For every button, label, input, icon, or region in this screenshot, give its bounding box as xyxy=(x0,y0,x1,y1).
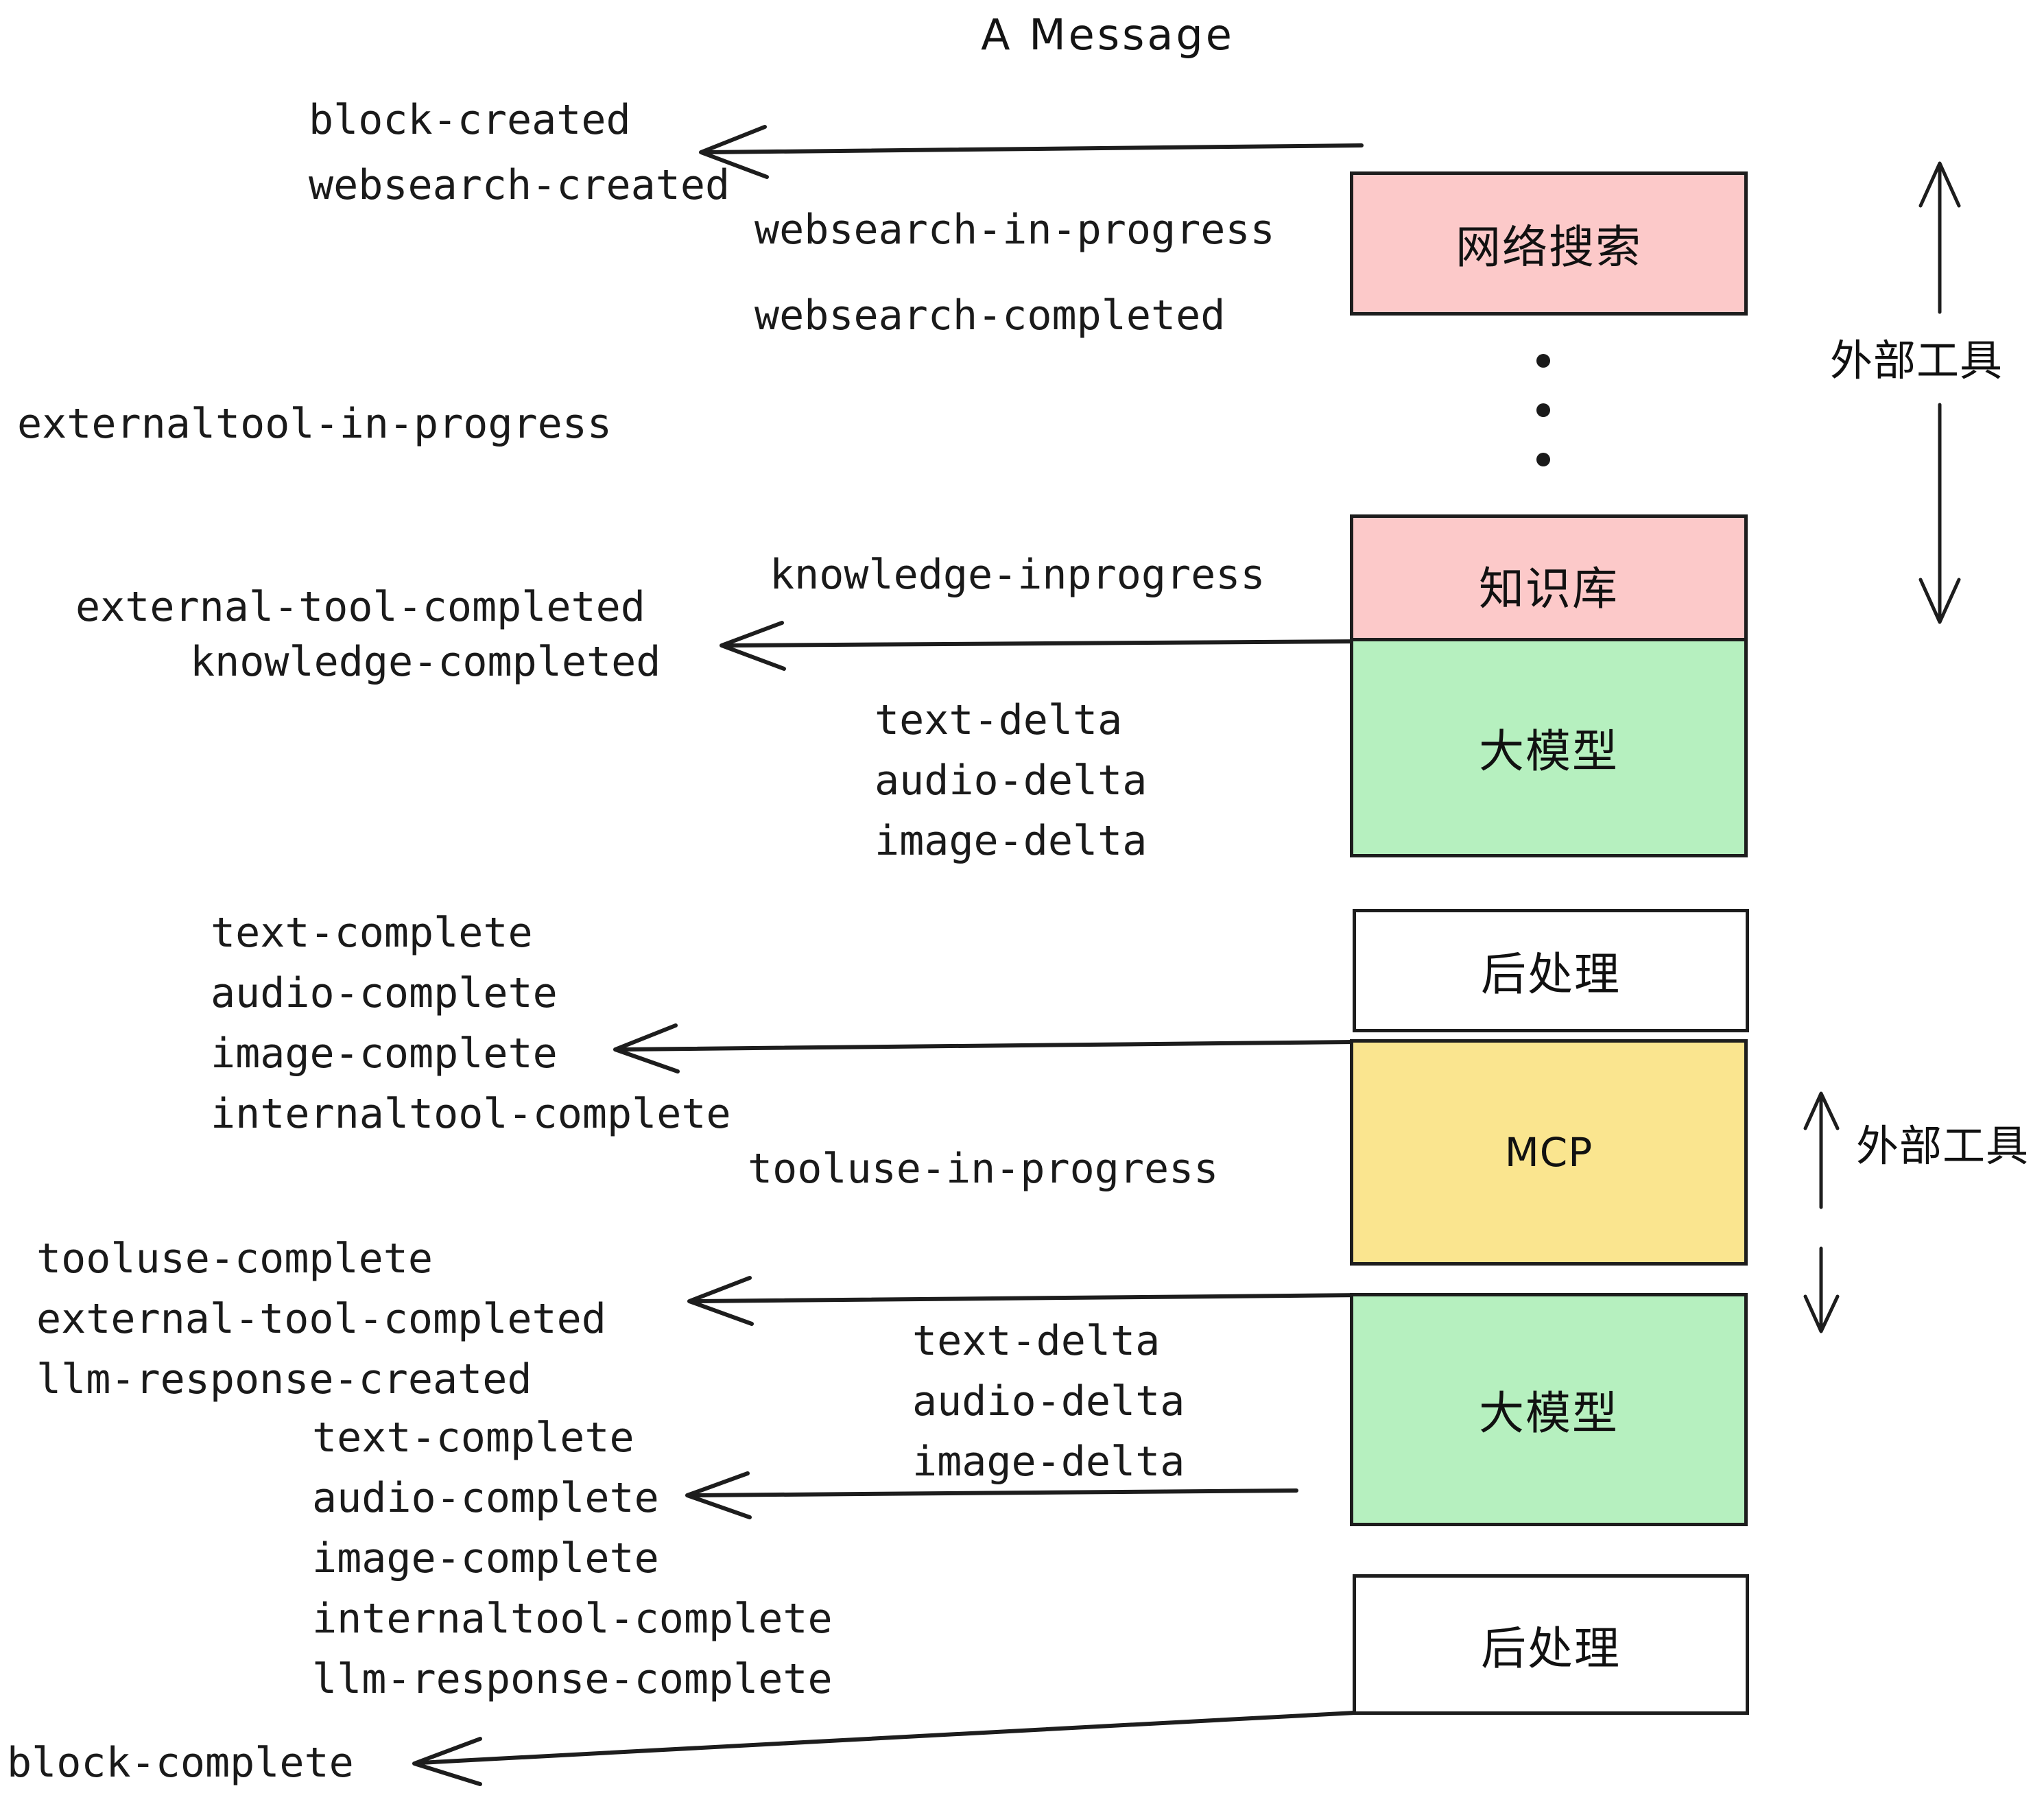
ellipsis-dot xyxy=(1536,403,1550,417)
event-external-tool-completed-1: external-tool-completed xyxy=(75,583,645,631)
event-block-created: block-created xyxy=(309,96,631,144)
arrow-websearch-to-events xyxy=(699,125,1364,179)
event-audio-delta-2: audio-delta xyxy=(912,1377,1185,1425)
box-postprocess-bottom[interactable]: 后处理 xyxy=(1353,1574,1749,1715)
event-text-complete-2: text-complete xyxy=(312,1414,634,1462)
box-postprocess-bottom-label: 后处理 xyxy=(1481,1622,1621,1675)
event-tooluse-in-progress: tooluse-in-progress xyxy=(748,1145,1219,1193)
box-postprocess-top-label: 后处理 xyxy=(1481,948,1621,1001)
arrow-postprocess-to-block-complete xyxy=(412,1711,1357,1786)
event-external-tool-completed-2: external-tool-completed xyxy=(36,1295,606,1343)
box-knowledge-label: 知识库 xyxy=(1479,562,1619,615)
box-postprocess-top[interactable]: 后处理 xyxy=(1353,909,1749,1032)
event-internaltool-complete-2: internaltool-complete xyxy=(312,1595,833,1643)
vertical-ellipsis xyxy=(1536,336,1550,484)
event-externaltool-in-progress: externaltool-in-progress xyxy=(17,400,612,448)
event-image-delta-1: image-delta xyxy=(875,817,1148,865)
event-internaltool-complete-1: internaltool-complete xyxy=(211,1090,731,1138)
event-tooluse-complete: tooluse-complete xyxy=(36,1235,433,1283)
box-knowledge[interactable]: 知识库 xyxy=(1350,514,1748,655)
event-audio-delta-1: audio-delta xyxy=(875,757,1148,805)
diagram-title: A Message xyxy=(981,10,1235,60)
box-websearch-label: 网络搜索 xyxy=(1455,221,1642,274)
event-image-complete-1: image-complete xyxy=(211,1030,558,1078)
event-knowledge-inprogress: knowledge-inprogress xyxy=(770,551,1265,599)
box-websearch[interactable]: 网络搜索 xyxy=(1350,171,1748,316)
event-text-delta-2: text-delta xyxy=(912,1317,1161,1365)
event-image-delta-2: image-delta xyxy=(912,1438,1185,1486)
event-llm-response-complete: llm-response-complete xyxy=(312,1655,833,1703)
event-websearch-created: websearch-created xyxy=(309,161,730,209)
event-text-complete-1: text-complete xyxy=(211,909,533,957)
box-llm-bottom[interactable]: 大模型 xyxy=(1350,1293,1748,1526)
box-mcp-label: MCP xyxy=(1504,1129,1593,1176)
event-llm-response-created: llm-response-created xyxy=(36,1355,532,1403)
box-mcp[interactable]: MCP xyxy=(1350,1039,1748,1266)
event-audio-complete-1: audio-complete xyxy=(211,969,558,1017)
event-audio-complete-2: audio-complete xyxy=(312,1474,659,1522)
event-websearch-completed: websearch-completed xyxy=(754,292,1226,340)
event-block-complete: block-complete xyxy=(7,1739,354,1787)
box-llm-bottom-label: 大模型 xyxy=(1479,1387,1619,1440)
event-image-complete-2: image-complete xyxy=(312,1534,659,1582)
external-tool-bracket-upper xyxy=(1918,161,1961,624)
ellipsis-dot xyxy=(1536,354,1550,368)
side-label-external-tool-upper: 外部工具 xyxy=(1830,335,2004,385)
event-websearch-in-progress: websearch-in-progress xyxy=(754,206,1275,254)
arrow-llm-top-to-events xyxy=(720,621,1367,671)
box-llm-top-label: 大模型 xyxy=(1479,725,1619,778)
ellipsis-dot xyxy=(1536,453,1550,466)
side-label-external-tool-lower: 外部工具 xyxy=(1856,1121,2030,1171)
arrow-mcp-to-events xyxy=(613,1023,1357,1073)
external-tool-bracket-lower xyxy=(1803,1091,1840,1333)
event-knowledge-completed: knowledge-completed xyxy=(190,638,661,686)
box-llm-top[interactable]: 大模型 xyxy=(1350,638,1748,857)
event-text-delta-1: text-delta xyxy=(875,696,1123,744)
